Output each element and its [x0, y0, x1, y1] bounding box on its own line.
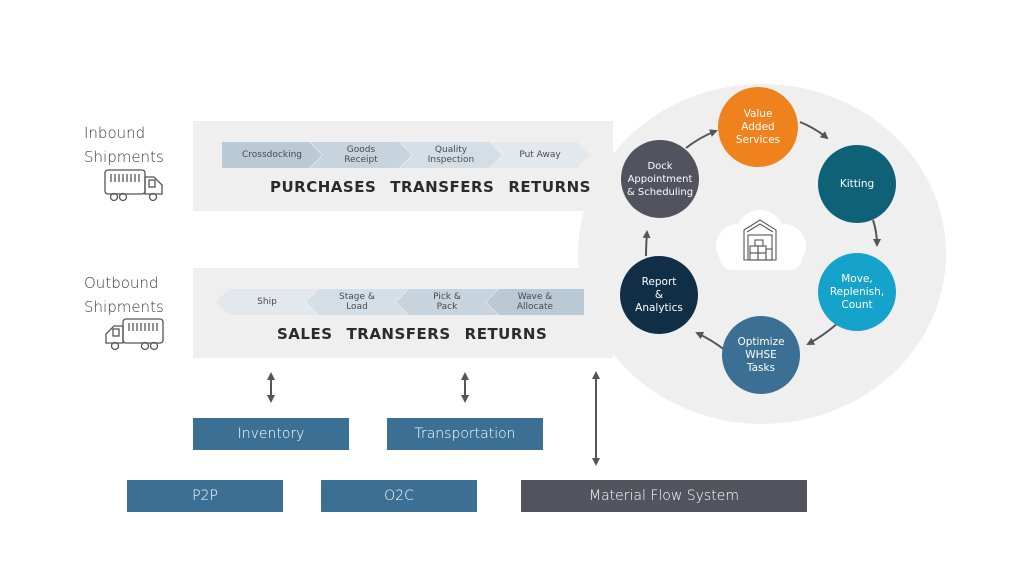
category-transfers: TRANSFERS: [346, 325, 451, 343]
material-flow-system-box: Material Flow System: [521, 480, 807, 512]
node-report-analytics: Report&Analytics: [620, 256, 698, 334]
step-stage-load: Stage &Load: [306, 289, 408, 315]
inventory-box: Inventory: [193, 418, 349, 450]
category-purchases: PURCHASES: [270, 178, 377, 196]
inbound-label-line2: Shipments: [84, 148, 164, 166]
p2p-box: P2P: [127, 480, 283, 512]
arrow-dock-to-value: [685, 129, 718, 149]
node-kitting: Kitting: [818, 145, 896, 223]
step-wave-allocate: Wave &Allocate: [486, 289, 584, 315]
step-crossdocking: Crossdocking: [222, 142, 322, 168]
inbound-label-line1: Inbound: [84, 124, 146, 142]
category-returns: RETURNS: [508, 178, 591, 196]
material-flow-system-label: Material Flow System: [589, 488, 739, 504]
p2p-label: P2P: [192, 488, 218, 504]
outbound-categories: SALES TRANSFERS RETURNS: [277, 325, 561, 343]
step-ship: Ship: [216, 289, 318, 315]
outbound-label-line2: Shipments: [84, 298, 164, 316]
step-pick-pack: Pick &Pack: [396, 289, 498, 315]
node-move-replenish-count: Move,Replenish,Count: [818, 253, 896, 331]
inbound-shipments-label: Inbound Shipments: [84, 121, 164, 169]
transportation-label: Transportation: [414, 426, 516, 442]
truck-icon: [105, 318, 164, 351]
arrow-kitting-to-move: [872, 219, 881, 247]
inbound-categories: PURCHASES TRANSFERS RETURNS: [270, 178, 605, 196]
category-returns: RETURNS: [464, 325, 548, 343]
warehouse-cloud-icon: [716, 210, 806, 270]
arrow-value-to-kitting: [799, 121, 829, 140]
category-transfers: TRANSFERS: [390, 178, 495, 196]
arrow-report-to-dock: [642, 230, 651, 257]
o2c-box: O2C: [321, 480, 477, 512]
step-put-away: Put Away: [490, 142, 590, 168]
outbound-process-steps: Ship Stage &Load Pick &Pack Wave &Alloca…: [216, 289, 584, 315]
truck-icon: [104, 169, 163, 202]
o2c-label: O2C: [384, 488, 414, 504]
outbound-shipments-label: Outbound Shipments: [84, 271, 164, 319]
outbound-label-line1: Outbound: [84, 274, 159, 292]
transportation-box: Transportation: [387, 418, 543, 450]
inventory-label: Inventory: [237, 426, 305, 442]
category-sales: SALES: [277, 325, 333, 343]
arrow-move-to-optimize: [806, 322, 839, 345]
